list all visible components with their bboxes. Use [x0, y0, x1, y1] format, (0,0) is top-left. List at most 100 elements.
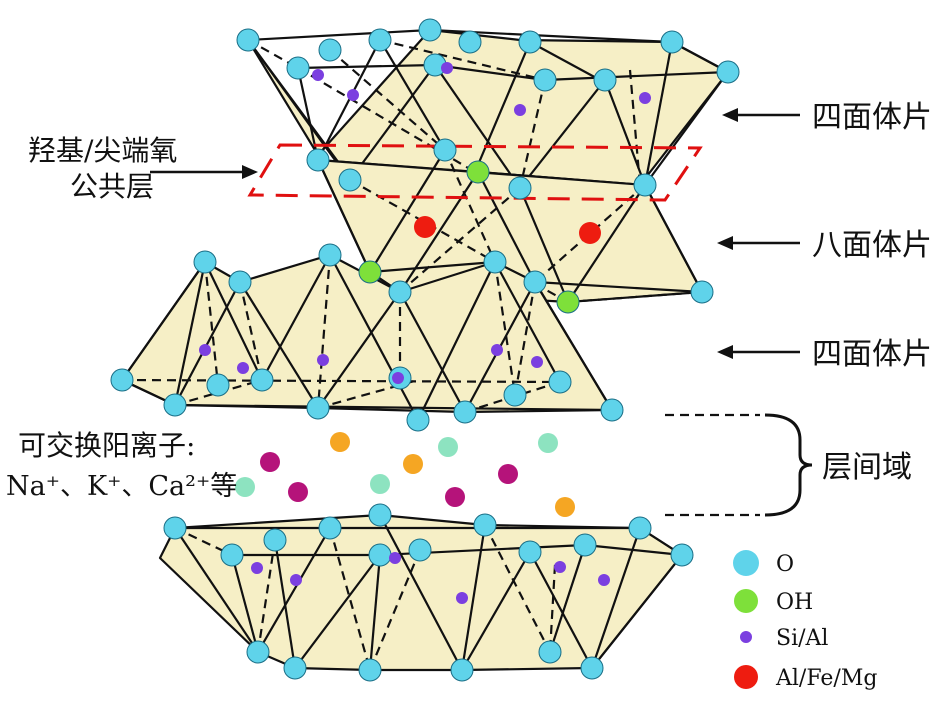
exchangeable-cation: [235, 477, 255, 497]
si-al-atom: [317, 354, 329, 366]
si-al-atom: [554, 561, 566, 573]
exchangeable-cation: [330, 432, 350, 452]
legend-label-3: Al/Fe/Mg: [775, 666, 877, 691]
oxygen-atom: [628, 516, 652, 540]
label-shared-layer-line2: 公共层: [70, 170, 154, 203]
shared-hydroxyl-apical-oxygen-layer-outline: [247, 143, 703, 202]
arrow-tetra-mid: [717, 345, 800, 359]
oxygen-atom: [286, 56, 310, 80]
oxygen-atom: [518, 540, 542, 564]
legend-label-2: Si/Al: [776, 626, 828, 651]
oxygen-atom: [368, 503, 392, 527]
oxygen-atom: [338, 168, 362, 192]
label-interlayer-domain: 层间域: [822, 450, 912, 485]
oxygen-atom: [163, 393, 187, 417]
exchangeable-cation: [288, 482, 308, 502]
oxygen-atom: [193, 250, 217, 274]
oxygen-atom: [690, 280, 714, 304]
label-exchangeable-cations-line2: Na⁺、K⁺、Ca²⁺等: [6, 471, 237, 502]
oxygen-atom: [453, 400, 477, 424]
oxygen-atom: [110, 368, 134, 392]
exchangeable-cation: [260, 452, 280, 472]
exchangeable-cation: [438, 437, 458, 457]
oxygen-atom: [473, 513, 497, 537]
label-exchangeable-cations-line1: 可交换阳离子:: [18, 429, 195, 462]
oxygen-atom: [533, 68, 557, 92]
si-al-atom: [514, 104, 526, 116]
exchangeable-cation: [555, 497, 575, 517]
oxygen-atom: [538, 640, 562, 664]
exchangeable-cation: [538, 433, 558, 453]
oxygen-atom: [263, 528, 287, 552]
al-fe-mg-atom: [579, 222, 601, 244]
label-tetrahedral-sheet-middle: 四面体片: [812, 337, 932, 372]
oxygen-atom: [660, 30, 684, 54]
legend-swatch-0: [733, 550, 759, 576]
si-al-atom: [290, 574, 302, 586]
oxygen-atom: [408, 538, 432, 562]
oxygen-atom: [418, 18, 442, 42]
oxygen-atom: [250, 368, 274, 392]
si-al-atom: [237, 362, 249, 374]
oxygen-atom: [246, 640, 270, 664]
si-al-atom: [598, 574, 610, 586]
interlayer-bracket: [665, 413, 813, 517]
si-al-atom: [392, 372, 404, 384]
oxygen-atom: [306, 396, 330, 420]
legend-label-1: OH: [776, 590, 813, 615]
oxygen-atom: [573, 533, 597, 557]
oxygen-atom: [406, 408, 430, 432]
legend-label-0: O: [776, 552, 794, 577]
oxygen-atom: [228, 270, 252, 294]
oxygen-atom: [593, 68, 617, 92]
si-al-atom: [389, 552, 401, 564]
si-al-atom: [441, 62, 453, 74]
si-al-atom: [347, 89, 359, 101]
oxygen-atom: [388, 280, 412, 304]
oxygen-atom: [716, 60, 740, 84]
al-fe-mg-atom: [414, 216, 436, 238]
si-al-atom: [456, 592, 468, 604]
oxygen-atom: [358, 658, 382, 682]
oxygen-atom: [368, 543, 392, 567]
oxygen-atom: [236, 28, 260, 52]
oxygen-atom: [450, 658, 474, 682]
si-al-atom: [531, 356, 543, 368]
hydroxyl-atom: [466, 160, 490, 184]
si-al-atom: [312, 69, 324, 81]
exchangeable-cation: [370, 474, 390, 494]
atoms: [110, 18, 740, 682]
si-al-atom: [251, 562, 263, 574]
oxygen-atom: [368, 28, 392, 52]
oxygen-atom: [433, 138, 457, 162]
oxygen-atom: [220, 543, 244, 567]
label-octahedral-sheet: 八面体片: [812, 228, 932, 263]
arrow-octa: [717, 236, 800, 250]
si-al-atom: [639, 92, 651, 104]
oxygen-atom: [206, 373, 230, 397]
oxygen-atom: [580, 656, 604, 680]
oxygen-atom: [670, 543, 694, 567]
exchangeable-cation: [403, 454, 423, 474]
oxygen-atom: [283, 656, 307, 680]
exchangeable-cation: [445, 487, 465, 507]
oxygen-atom: [318, 243, 342, 267]
oxygen-atom: [523, 270, 547, 294]
oxygen-atom: [548, 370, 572, 394]
oxygen-atom: [318, 516, 342, 540]
legend-swatch-2: [740, 631, 752, 643]
legend-swatch-3: [734, 665, 758, 689]
oxygen-atom: [483, 250, 507, 274]
si-al-atom: [491, 344, 503, 356]
arrow-shared-layer: [150, 165, 258, 179]
oxygen-atom: [306, 148, 330, 172]
oxygen-atom: [633, 173, 657, 197]
si-al-atom: [199, 344, 211, 356]
label-shared-layer-line1: 羟基/尖端氧: [28, 134, 177, 167]
oxygen-atom: [318, 38, 342, 62]
oxygen-atom: [508, 176, 532, 200]
oxygen-atom: [503, 383, 527, 407]
exchangeable-cation: [498, 464, 518, 484]
